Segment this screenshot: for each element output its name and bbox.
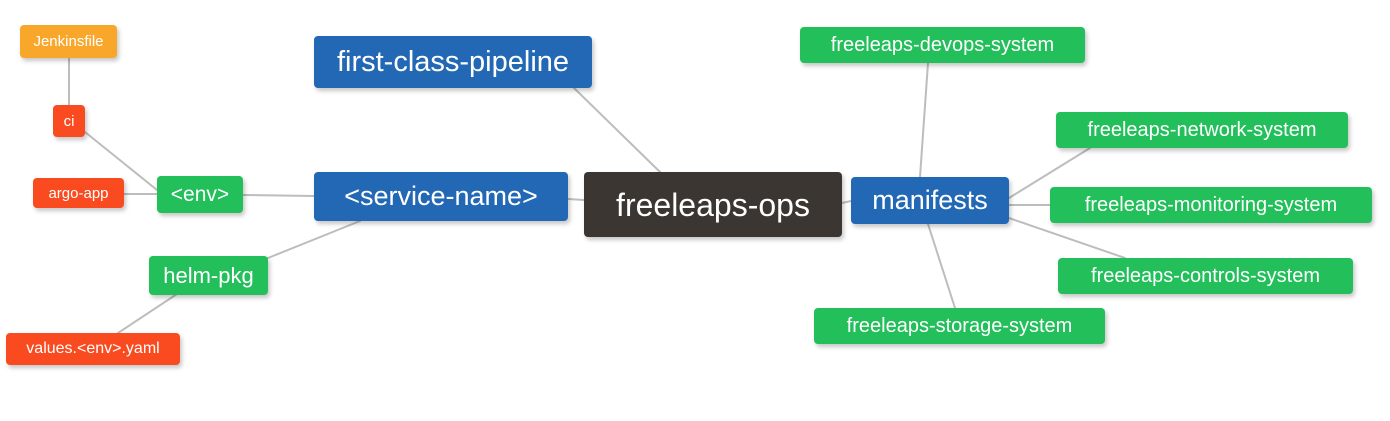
node-label: freeleaps-controls-system [1091, 265, 1320, 287]
edge-service-name-to-helm-pkg [267, 220, 361, 259]
node-first-class-pipeline[interactable]: first-class-pipeline [314, 36, 592, 88]
edge-manifests-to-freeleaps-devops-system [919, 62, 929, 178]
node-helm-pkg[interactable]: helm-pkg [149, 256, 268, 295]
node-label: first-class-pipeline [336, 45, 570, 78]
edge-ci-to-env [84, 131, 158, 191]
node-label: Jenkinsfile [33, 33, 104, 50]
node-label: freeleaps-devops-system [830, 34, 1055, 56]
node-label: <service-name> [344, 181, 538, 211]
node-ci[interactable]: ci [53, 105, 85, 137]
node-freeleaps-monitoring-system[interactable]: freeleaps-monitoring-system [1050, 187, 1372, 223]
node-env[interactable]: <env> [157, 176, 243, 213]
edge-manifests-to-freeleaps-storage-system [927, 223, 956, 309]
node-label: argo-app [48, 184, 109, 202]
node-label: ci [63, 112, 75, 130]
node-freeleaps-ops[interactable]: freeleaps-ops [584, 172, 842, 237]
node-label: freeleaps-monitoring-system [1084, 194, 1338, 216]
edge-env-to-service-name [242, 194, 315, 197]
node-service-name[interactable]: <service-name> [314, 172, 568, 221]
node-label: values.<env>.yaml [26, 340, 160, 357]
edge-first-class-pipeline-to-freeleaps-ops [573, 87, 661, 173]
node-label: freeleaps-network-system [1087, 119, 1317, 141]
node-argo-app[interactable]: argo-app [33, 178, 124, 208]
node-jenkinsfile[interactable]: Jenkinsfile [20, 25, 117, 58]
edge-service-name-to-freeleaps-ops [567, 198, 585, 201]
node-freeleaps-devops-system[interactable]: freeleaps-devops-system [800, 27, 1085, 63]
node-label: manifests [872, 185, 988, 215]
edge-helm-pkg-to-values-yaml [117, 291, 181, 334]
edge-manifests-to-freeleaps-controls-system [1008, 217, 1126, 259]
node-label: helm-pkg [163, 262, 254, 288]
node-label: <env> [170, 183, 230, 206]
node-label: freeleaps-storage-system [846, 315, 1073, 337]
node-values-yaml[interactable]: values.<env>.yaml [6, 333, 180, 365]
edge-manifests-to-freeleaps-network-system [1008, 147, 1091, 199]
node-manifests[interactable]: manifests [851, 177, 1009, 224]
node-freeleaps-controls-system[interactable]: freeleaps-controls-system [1058, 258, 1353, 294]
edge-freeleaps-ops-to-manifests [841, 200, 852, 204]
node-freeleaps-storage-system[interactable]: freeleaps-storage-system [814, 308, 1105, 344]
node-label: freeleaps-ops [616, 186, 810, 223]
node-freeleaps-network-system[interactable]: freeleaps-network-system [1056, 112, 1348, 148]
